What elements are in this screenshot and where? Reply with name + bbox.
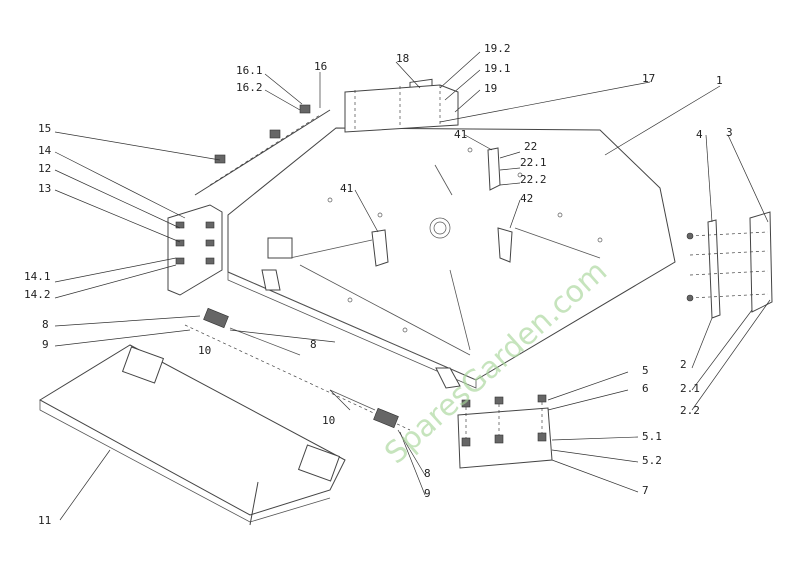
rod-15 — [194, 109, 331, 196]
callout-22-2: 22.2 — [520, 173, 547, 186]
callout-13: 13 — [38, 182, 51, 195]
callout-12: 12 — [38, 162, 51, 175]
callout-16-1: 16.1 — [236, 64, 263, 77]
callout-22: 22 — [524, 140, 537, 153]
callout-19-2: 19.2 — [484, 42, 511, 55]
callout-5-1: 5.1 — [642, 430, 662, 443]
callout-5-2: 5.2 — [642, 454, 662, 467]
hinge-axis — [184, 324, 411, 431]
callout-6: 6 — [642, 382, 649, 395]
callout-19: 19 — [484, 82, 497, 95]
callout-41-lower: 41 — [340, 182, 353, 195]
callout-8-left: 8 — [42, 318, 49, 331]
callout-9-left: 9 — [42, 338, 49, 351]
bracket-41-left — [267, 237, 293, 259]
deflector-rod — [249, 481, 259, 526]
deck-hanger-left — [261, 269, 281, 291]
callout-19-1: 19.1 — [484, 62, 511, 75]
spring-right — [373, 407, 399, 429]
bolt-group-right — [686, 231, 769, 302]
callout-8-right: 8 — [424, 467, 431, 480]
callout-8-middle: 8 — [310, 338, 317, 351]
callout-2: 2 — [680, 358, 687, 371]
callout-17: 17 — [642, 72, 655, 85]
callout-2-2: 2.2 — [680, 404, 700, 417]
leader-lines — [54, 51, 771, 521]
callout-16: 16 — [314, 60, 327, 73]
callout-7: 7 — [642, 484, 649, 497]
callout-4: 4 — [696, 128, 703, 141]
callout-5: 5 — [642, 364, 649, 377]
callout-11: 11 — [38, 514, 51, 527]
hinge-bracket-right — [297, 444, 341, 482]
side-plate-4 — [707, 219, 721, 319]
side-plate-14 — [167, 204, 223, 296]
mower-deck-plate — [227, 127, 676, 381]
callout-10-right: 10 — [322, 414, 335, 427]
callout-2-1: 2.1 — [680, 382, 700, 395]
side-plate-3 — [749, 211, 773, 313]
pivot-arm-41 — [371, 229, 389, 267]
callout-14: 14 — [38, 144, 52, 157]
hinge-bracket-left — [121, 346, 165, 384]
callout-18: 18 — [396, 52, 409, 65]
callout-41-upper: 41 — [454, 128, 467, 141]
pivot-arm-42 — [497, 227, 513, 263]
callout-42: 42 — [520, 192, 533, 205]
callout-14-1: 14.1 — [24, 270, 51, 283]
rear-plate-18 — [344, 84, 459, 133]
callout-15: 15 — [38, 122, 51, 135]
bolt-group-left — [175, 221, 215, 265]
deck-underside-edge — [227, 271, 477, 389]
callout-10-left: 10 — [198, 344, 211, 357]
spring-left — [203, 307, 229, 329]
callout-1: 1 — [716, 74, 723, 87]
pivot-arm-22 — [487, 147, 501, 191]
bolt-group-front — [461, 394, 547, 447]
callout-3: 3 — [726, 126, 733, 139]
callout-14-2: 14.2 — [24, 288, 51, 301]
callout-9-right: 9 — [424, 487, 431, 500]
callout-16-2: 16.2 — [236, 81, 263, 94]
deck-hanger-right — [435, 367, 461, 389]
deflector-11 — [39, 344, 346, 516]
callout-22-1: 22.1 — [520, 156, 547, 169]
